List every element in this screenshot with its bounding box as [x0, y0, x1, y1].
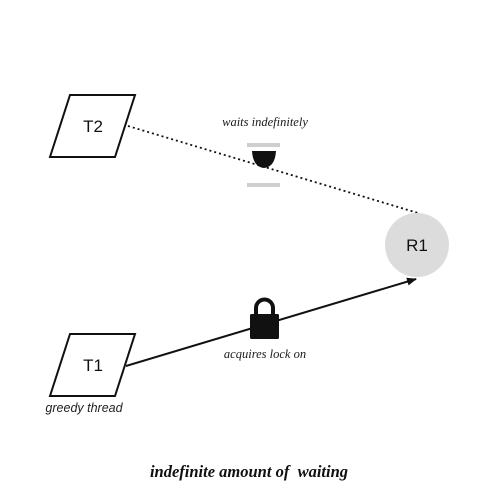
node-t1-label: T1	[83, 356, 103, 375]
edge-t1-to-r1-label: acquires lock on	[224, 347, 306, 361]
node-t1: T1	[48, 333, 137, 397]
hourglass-icon	[247, 143, 280, 187]
node-t2-label: T2	[83, 117, 103, 136]
padlock-icon	[250, 297, 279, 339]
diagram-caption: indefinite amount of waiting	[150, 462, 348, 481]
edge-t2-to-r1-label: waits indefinitely	[222, 115, 308, 129]
edge-t2-to-r1	[127, 125, 419, 214]
node-r1-label: R1	[406, 236, 428, 255]
node-t2-shape	[48, 94, 137, 158]
node-t1-sublabel: greedy thread	[45, 401, 123, 415]
node-t1-shape	[48, 333, 137, 397]
node-t2: T2	[48, 94, 137, 158]
node-r1: R1	[385, 213, 449, 277]
node-r1-shape	[385, 213, 449, 277]
